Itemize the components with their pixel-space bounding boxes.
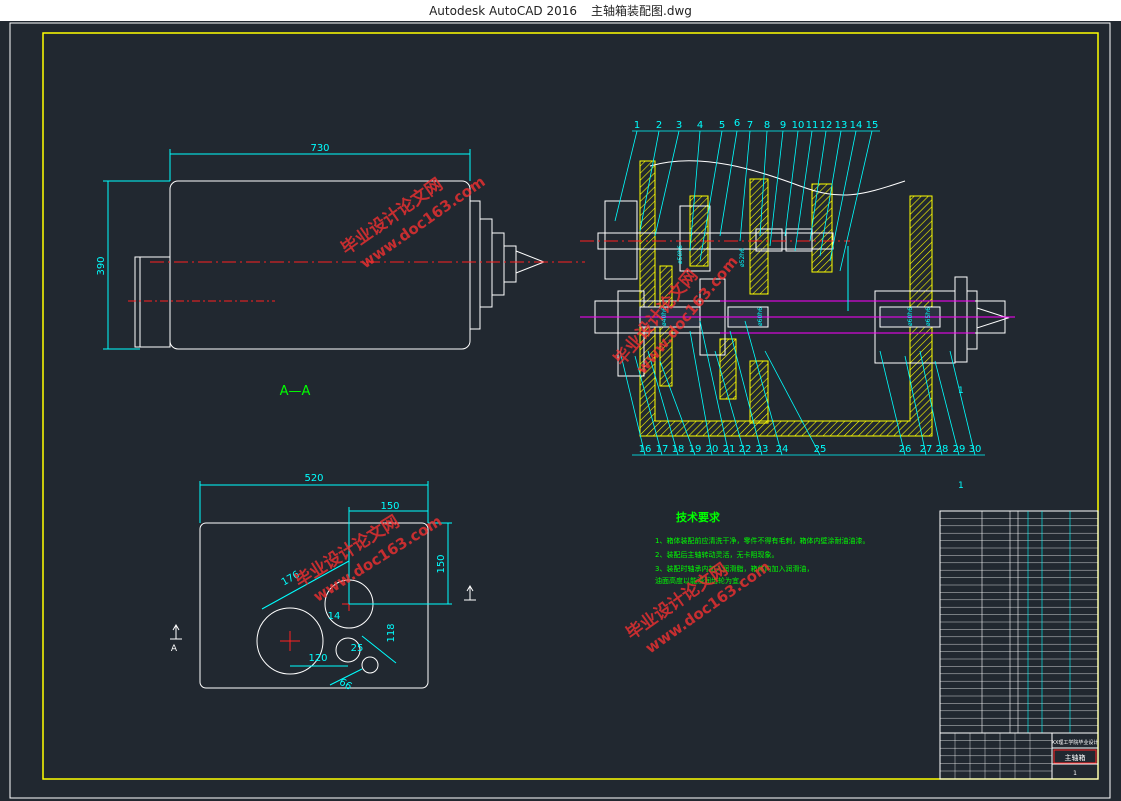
- part-no: 14: [850, 120, 863, 131]
- note-line: 3、装配时轴承内加入润滑脂，箱体内加入润滑油，: [655, 564, 813, 573]
- part-no: 11: [806, 120, 819, 131]
- part-no: 27: [920, 444, 933, 455]
- dim-150-top: 150: [380, 501, 399, 512]
- app-title: Autodesk AutoCAD 2016: [429, 3, 578, 18]
- dim-118: 118: [386, 623, 397, 642]
- part-no: 8: [764, 120, 770, 131]
- part-no: 3: [676, 120, 682, 131]
- part-no: 29: [953, 444, 966, 455]
- part-no: 30: [969, 444, 982, 455]
- part-no: 25: [814, 444, 827, 455]
- housing-body: [169, 180, 471, 350]
- part-no: 4: [697, 120, 703, 131]
- part-no: 22: [739, 444, 752, 455]
- file-title: 主轴箱装配图.dwg: [591, 4, 692, 18]
- part-no: 10: [792, 120, 805, 131]
- part-no: 6: [734, 118, 740, 129]
- svg-text:ø40h6: ø40h6: [661, 307, 668, 326]
- top-view: [134, 180, 546, 350]
- below-label: 1: [958, 481, 964, 491]
- sheet-outer-border: [9, 22, 1111, 799]
- part-numbers-top: 1 2 3 4 5 6 7 8 9 10 11 12 13 14 15: [634, 118, 879, 131]
- svg-text:ø50h6: ø50h6: [677, 245, 684, 264]
- part-no: 20: [706, 444, 719, 455]
- technical-notes: 技术要求 1、箱体装配前应清洗干净，零件不得有毛刺，箱体内壁涂耐油油漆。 2、装…: [655, 510, 869, 585]
- svg-text:ø60h6: ø60h6: [757, 307, 764, 326]
- section-label: A—A: [280, 384, 311, 399]
- notes-title: 技术要求: [676, 510, 721, 524]
- leader-lines-top: [614, 130, 873, 272]
- bottom-view: [199, 522, 429, 689]
- tb-sheet: 1: [1073, 770, 1077, 777]
- parts-list: [939, 510, 1099, 734]
- spindle-nose: [469, 200, 481, 330]
- sheet-inner-border: [42, 32, 1099, 780]
- part-no: 7: [747, 120, 753, 131]
- bottom-dims: [199, 481, 452, 686]
- dim-14: 14: [328, 611, 341, 622]
- top-dims: [103, 149, 471, 350]
- leader-lines-bottom: [619, 320, 976, 456]
- watermark: 毕业设计论文网 www.doc163.com: [291, 511, 445, 606]
- part-no: 15: [866, 120, 879, 131]
- part-no: 21: [723, 444, 736, 455]
- part-no: 19: [689, 444, 702, 455]
- svg-text:ø52h6: ø52h6: [739, 248, 746, 267]
- note-line: 2、装配后主轴转动灵活，无卡阻现象。: [655, 550, 778, 559]
- shaft-labels: ø40h6 ø50h6 ø52h6 ø60h6 ø60h6 ø65h6: [661, 245, 932, 326]
- part-no: 23: [756, 444, 769, 455]
- bore-3: [335, 637, 361, 663]
- part-numbers-bottom: 16 17 18 19 20 21 22 23 24 25 26 27 28 2…: [639, 444, 982, 455]
- tb-school: XX理工学院毕业设计: [1052, 739, 1099, 746]
- bore-4: [361, 656, 379, 674]
- spindle-bore: [256, 607, 324, 675]
- part-no: 1: [634, 120, 640, 131]
- dim-150-side: 150: [436, 554, 447, 573]
- svg-text:ø65h6: ø65h6: [925, 307, 932, 326]
- part-no: 16: [639, 444, 652, 455]
- arrow-label-a: A: [171, 644, 178, 654]
- plate-outline: [199, 522, 429, 689]
- title-block: XX理工学院毕业设计 主轴箱 1: [939, 732, 1099, 780]
- svg-text:ø60h6: ø60h6: [907, 307, 914, 326]
- part-no: 12: [820, 120, 833, 131]
- section-arrow-right: [464, 585, 476, 601]
- part-no: 18: [672, 444, 685, 455]
- dim-25: 25: [351, 643, 364, 654]
- part-no: 13: [835, 120, 848, 131]
- window-titlebar: Autodesk AutoCAD 2016 主轴箱装配图.dwg: [0, 0, 1121, 21]
- note-line: 1、箱体装配前应清洗干净，零件不得有毛刺，箱体内壁涂耐油油漆。: [655, 536, 869, 545]
- part-no: 9: [780, 120, 786, 131]
- drawing-canvas[interactable]: 730 390 A—A 520 150 150 176 14 118 120 2…: [0, 21, 1121, 801]
- motor-end: [139, 256, 171, 348]
- dim-66: 66: [337, 677, 354, 693]
- dim-390: 390: [96, 256, 107, 275]
- dim-520: 520: [304, 473, 323, 484]
- section-arrow-left: [170, 624, 182, 640]
- dim-730: 730: [310, 143, 329, 154]
- tb-drawing-name: 主轴箱: [1065, 753, 1086, 762]
- part-no: 28: [936, 444, 949, 455]
- part-no: 2: [656, 120, 662, 131]
- part-no: 24: [776, 444, 789, 455]
- part-no: 17: [656, 444, 669, 455]
- side-label: 1: [958, 386, 964, 396]
- dim-120: 120: [308, 653, 327, 664]
- watermark: 毕业设计论文网 www.doc163.com: [337, 172, 489, 272]
- note-line: 油面高度以能浸润齿轮为宜。: [655, 576, 746, 585]
- part-no: 5: [719, 120, 725, 131]
- part-no: 26: [899, 444, 912, 455]
